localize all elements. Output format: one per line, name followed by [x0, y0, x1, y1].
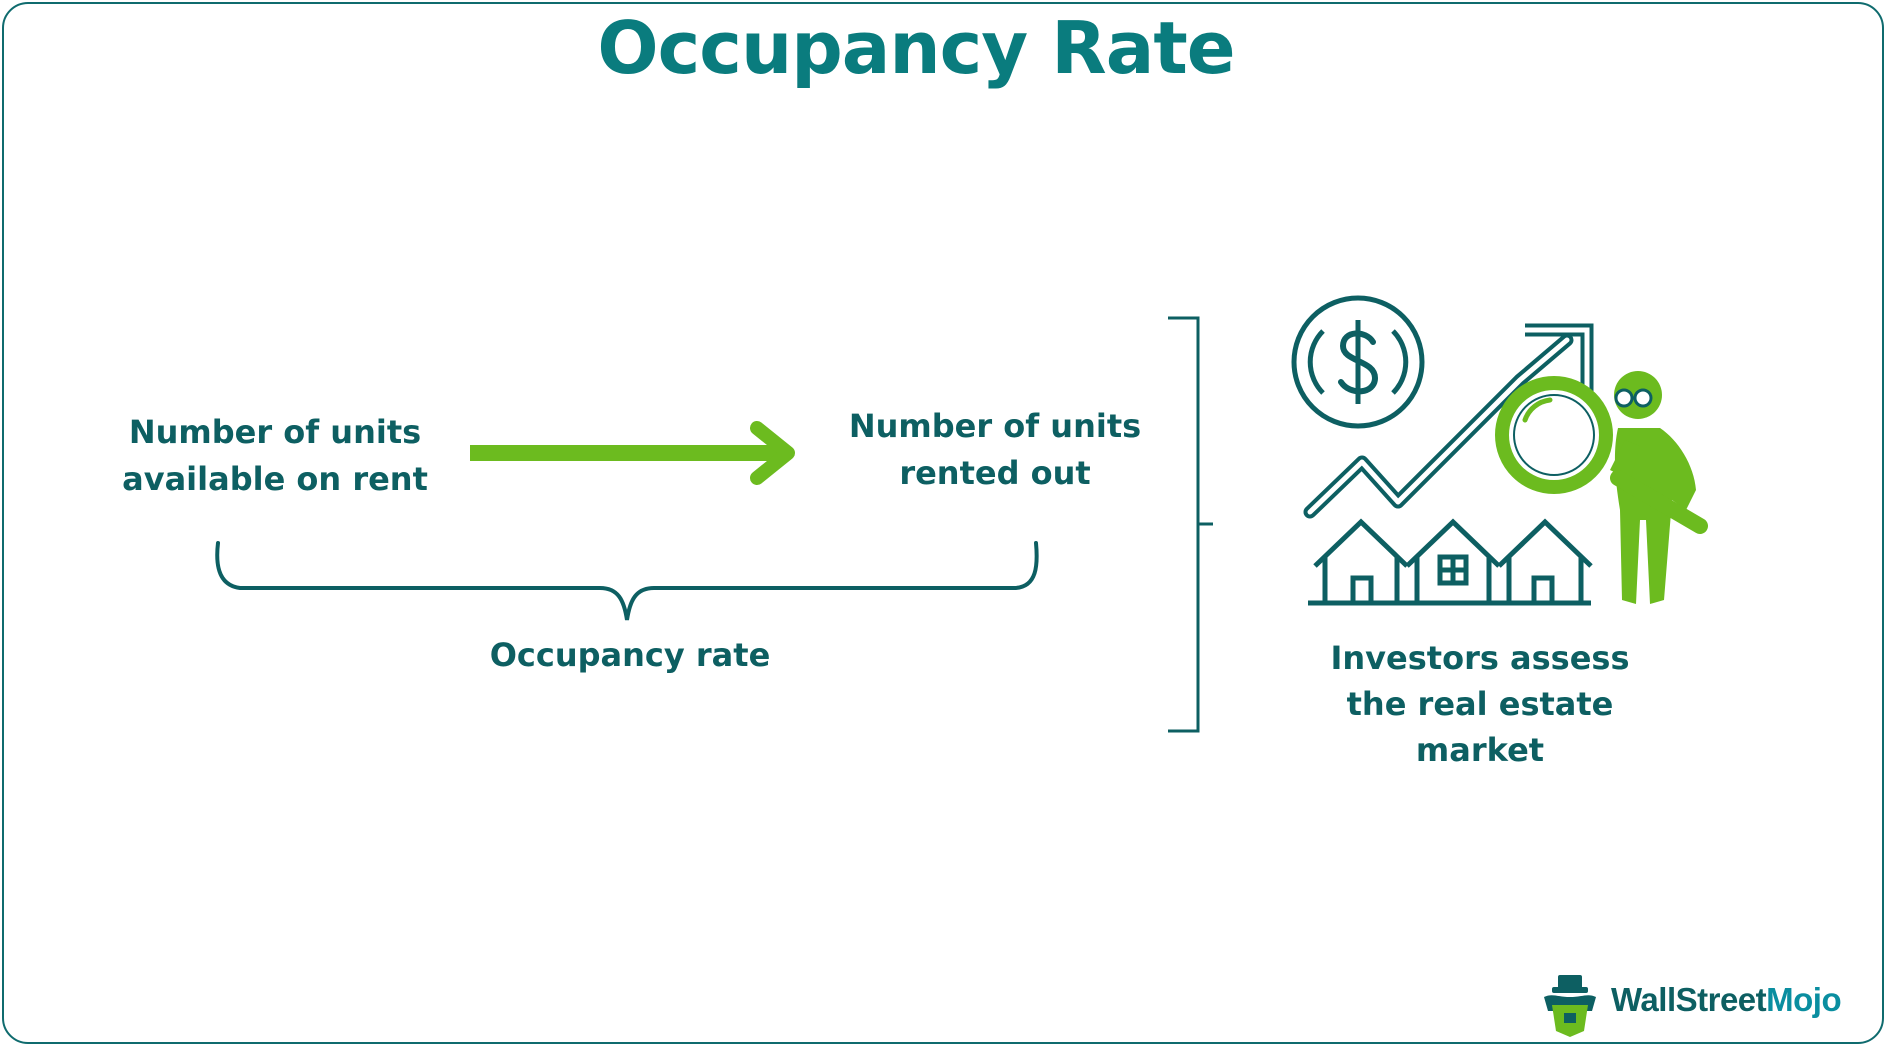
units-rented-label: Number of units rented out [848, 407, 1142, 492]
units-available-label: Number of units available on rent [122, 413, 428, 498]
logo-text-mojo: Mojo [1766, 981, 1842, 1018]
trend-arrow-icon [1303, 323, 1594, 519]
logo-text: WallStreetMojo [1611, 981, 1842, 1019]
curly-brace [215, 541, 1039, 621]
logo-text-wallstreet: WallStreet [1611, 981, 1767, 1018]
houses-icon [1308, 518, 1593, 606]
arrow-right [470, 421, 795, 485]
magnifier-icon [1495, 376, 1708, 534]
right-bracket [1168, 316, 1213, 733]
wallstreetmojo-logo: WallStreetMojo [1535, 970, 1842, 1030]
occupancy-rate-label: Occupancy rate [489, 636, 771, 674]
logo-mascot-icon [1544, 975, 1596, 1037]
page-title: Occupancy Rate [597, 6, 1235, 90]
investors-label: Investors assess the real estate market [1330, 639, 1630, 769]
dollar-coin-icon [1291, 295, 1425, 429]
investor-person-icon [1610, 371, 1696, 604]
